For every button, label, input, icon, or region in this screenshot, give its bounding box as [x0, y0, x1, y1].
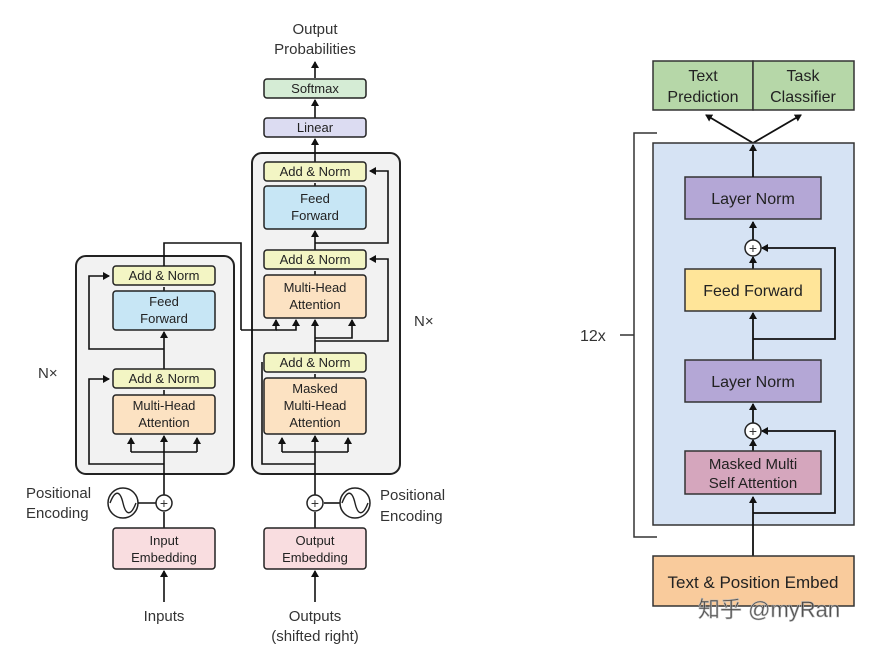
repeat-count-label: 12x — [580, 328, 606, 345]
text-position-embed-label: Text & Position Embed — [667, 573, 838, 592]
decoder-masked-attention-label: Masked — [292, 381, 338, 396]
task-classifier-label-2: Classifier — [770, 89, 836, 106]
encoder-self-attention-label: Multi-Head — [133, 398, 196, 413]
decoder-add-symbol: + — [311, 495, 319, 511]
decoder-masked-attention-label-3: Attention — [289, 415, 340, 430]
gpt-feed-forward-label: Feed Forward — [703, 283, 803, 300]
softmax-label: Softmax — [291, 81, 339, 96]
output-embedding-label-2: Embedding — [282, 550, 348, 565]
gpt-layer-norm-top — [684, 176, 822, 220]
gpt-add-symbol-top: + — [749, 240, 757, 256]
encoder-nx-label: N× — [38, 365, 58, 382]
decoder-add-norm-2-label: Add & Norm — [280, 252, 351, 267]
output-probabilities-label: Output — [292, 21, 338, 38]
decoder-add-norm-3-label: Add & Norm — [280, 164, 351, 179]
text-prediction-label: Text — [688, 68, 718, 85]
text-prediction-label-2: Prediction — [667, 89, 738, 106]
decoder-positional-encoding-label-2: Encoding — [380, 508, 443, 525]
output-embedding-box — [263, 527, 367, 570]
encoder-feed-forward-label: Feed — [149, 294, 179, 309]
text-prediction-box — [652, 60, 754, 111]
decoder-cross-attention — [263, 274, 367, 319]
input-embedding-box — [112, 527, 216, 570]
task-classifier-box — [752, 60, 855, 111]
watermark: 知乎 @myRan — [698, 597, 840, 622]
softmax-box — [263, 78, 367, 99]
gpt-masked-self-attention — [684, 450, 822, 495]
encoder-positional-encoding-label: Positional — [26, 485, 91, 502]
decoder-positional-encoding-label: Positional — [380, 487, 445, 504]
linear-box — [263, 117, 367, 138]
gpt-masked-self-attention-label-2: Self Attention — [709, 475, 797, 492]
input-embedding-label: Input — [150, 533, 179, 548]
encoder-block — [75, 255, 235, 475]
encoder-add-norm-2-label: Add & Norm — [129, 268, 200, 283]
encoder-add-symbol: + — [160, 495, 168, 511]
gpt-layer-norm-bottom-label: Layer Norm — [711, 374, 795, 391]
encoder-add-icon — [155, 494, 173, 512]
linear-label: Linear — [297, 120, 334, 135]
decoder-add-norm-3 — [263, 161, 367, 182]
encoder-feed-forward-label-2: Forward — [140, 311, 188, 326]
gpt-feed-forward — [684, 268, 822, 312]
decoder-feed-forward-label-2: Forward — [291, 208, 339, 223]
input-embedding-label-2: Embedding — [131, 550, 197, 565]
decoder-add-norm-1-label: Add & Norm — [280, 355, 351, 370]
encoder-self-attention — [112, 394, 216, 435]
decoder-feed-forward — [263, 185, 367, 230]
encoder-add-norm-1-label: Add & Norm — [129, 371, 200, 386]
decoder-add-norm-2 — [263, 249, 367, 270]
gpt-masked-self-attention-label: Masked Multi — [709, 456, 797, 473]
gpt-layer-norm-top-label: Layer Norm — [711, 191, 795, 208]
decoder-nx-label: N× — [414, 313, 434, 330]
text-position-embed-box — [652, 555, 855, 607]
encoder-add-norm-1 — [112, 368, 216, 389]
decoder-cross-attention-label-2: Attention — [289, 297, 340, 312]
task-classifier-label: Task — [787, 68, 821, 85]
decoder-masked-attention-label-2: Multi-Head — [284, 398, 347, 413]
output-embedding-label: Output — [295, 533, 334, 548]
decoder-cross-attention-label: Multi-Head — [284, 280, 347, 295]
decoder-masked-attention — [263, 377, 367, 435]
encoder-self-attention-label-2: Attention — [138, 415, 189, 430]
output-probabilities-label-2: Probabilities — [274, 41, 356, 58]
gpt-layer-norm-bottom — [684, 359, 822, 403]
decoder-feed-forward-label: Feed — [300, 191, 330, 206]
encoder-positional-encoding-label-2: Encoding — [26, 505, 89, 522]
gpt-add-symbol-bottom: + — [749, 423, 757, 439]
outputs-label-2: (shifted right) — [271, 628, 359, 645]
encoder-feed-forward — [112, 290, 216, 331]
inputs-label: Inputs — [144, 608, 185, 625]
decoder-add-icon — [306, 494, 324, 512]
outputs-label: Outputs — [289, 608, 342, 625]
